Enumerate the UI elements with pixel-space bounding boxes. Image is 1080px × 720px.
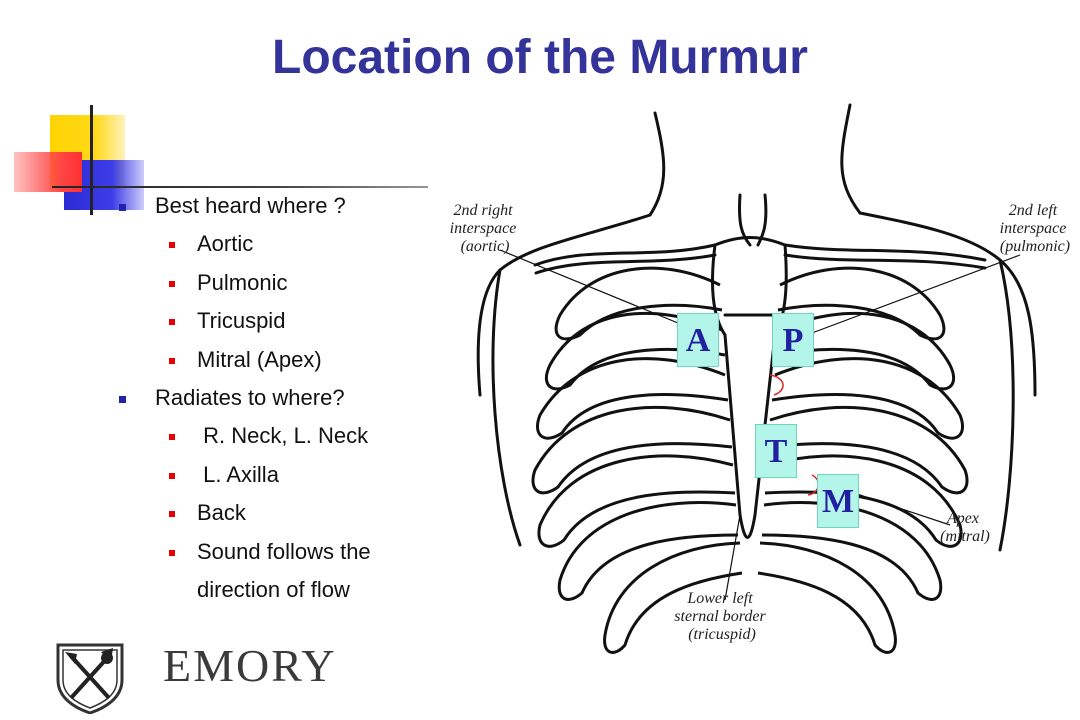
bullet-list: Best heard where ? Aortic Pulmonic Tricu… xyxy=(118,192,448,614)
label-apex: Apex (mitral) xyxy=(940,510,990,545)
list-item: Tricuspid xyxy=(118,307,448,346)
list-item-continuation: direction of flow xyxy=(197,577,350,602)
marker-mitral: M xyxy=(817,474,859,528)
list-item: Aortic xyxy=(118,230,448,269)
decorative-squares xyxy=(0,100,440,230)
ribcage-illustration: 2nd right interspace (aortic) 2nd left i… xyxy=(450,103,1071,654)
list-item: Radiates to where? xyxy=(118,384,448,422)
list-item: Sound follows the xyxy=(118,538,448,577)
emory-logo: EMORY xyxy=(55,642,375,714)
marker-pulmonic: P xyxy=(772,313,814,367)
marker-aortic: A xyxy=(677,313,719,367)
page-title: Location of the Murmur xyxy=(272,31,808,84)
list-item: R. Neck, L. Neck xyxy=(118,422,448,461)
list-item: Best heard where ? xyxy=(118,192,448,230)
list-item: Back xyxy=(118,499,448,538)
marker-tricuspid: T xyxy=(755,424,797,478)
label-sternal-border: Lower left sternal border (tricuspid) xyxy=(674,590,769,643)
label-right-interspace: 2nd right interspace (aortic) xyxy=(450,202,521,255)
logo-wordmark: EMORY xyxy=(163,640,337,691)
shield-icon xyxy=(56,643,124,714)
list-item: Pulmonic xyxy=(118,269,448,308)
list-item: Mitral (Apex) xyxy=(118,346,448,385)
label-left-interspace: 2nd left interspace (pulmonic) xyxy=(1000,202,1071,255)
list-item: L. Axilla xyxy=(118,461,448,500)
